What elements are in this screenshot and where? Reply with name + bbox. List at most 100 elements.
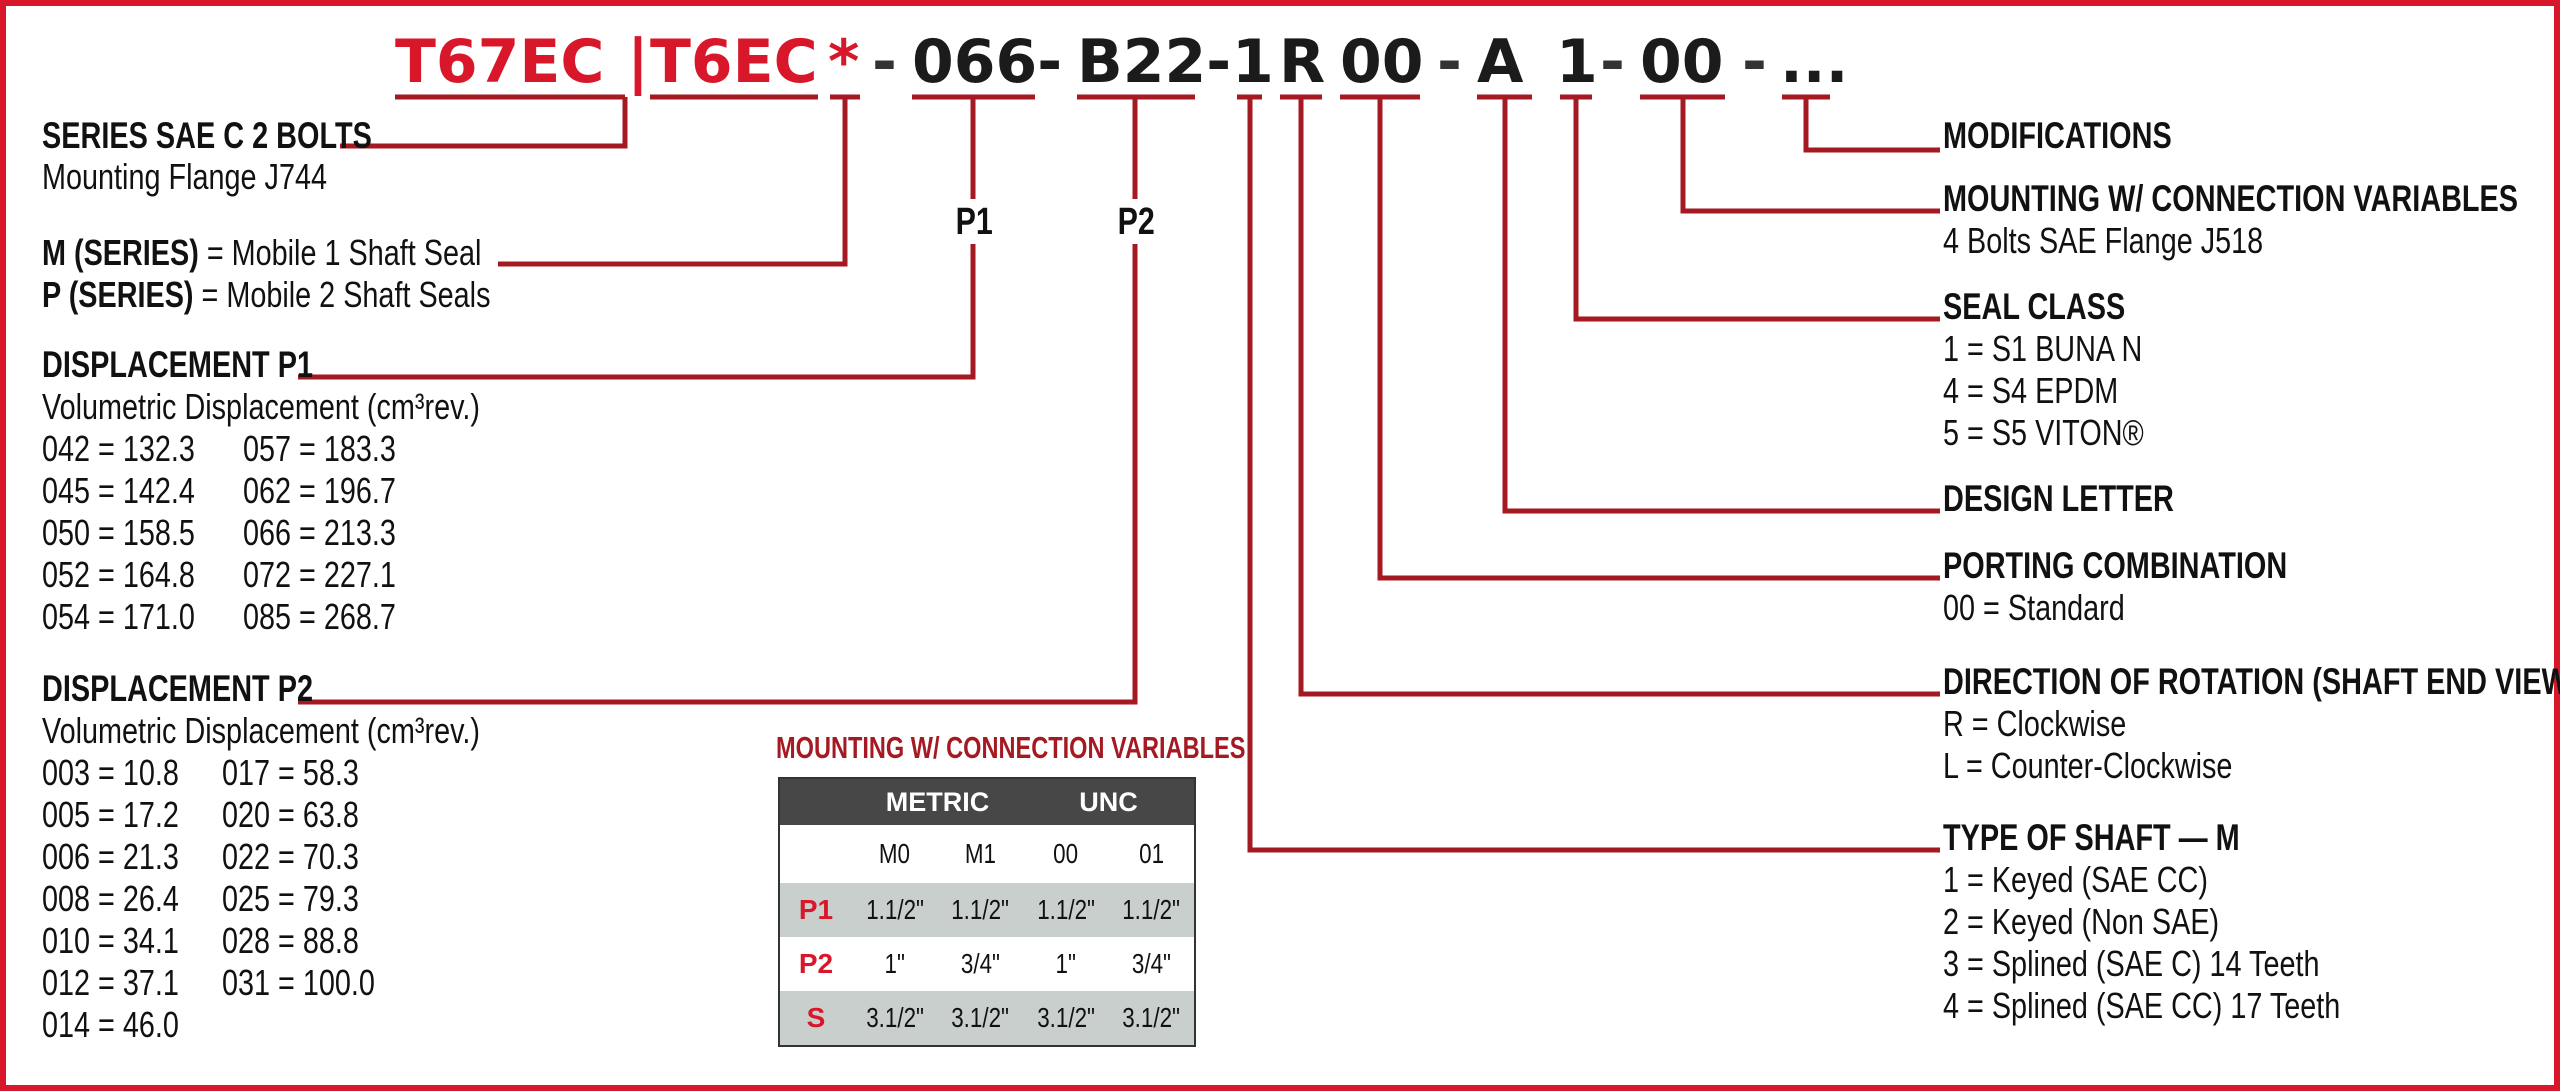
table-cell-value: 1.1/2": [1036, 894, 1095, 925]
list-item: 010 = 34.1: [42, 920, 179, 961]
modifications-title: MODIFICATIONS: [1943, 115, 2172, 156]
displacement-p2-subtitle: Volumetric Displacement (cm³rev.): [42, 710, 480, 751]
displacement-p1-title: DISPLACEMENT P1: [42, 344, 314, 385]
list-item: 062 = 196.7: [243, 470, 396, 511]
code-shaft: 1: [1232, 27, 1274, 97]
marker-p1: P1: [955, 201, 993, 243]
list-item: 042 = 132.3: [42, 428, 195, 469]
list-item: 4 = S4 EPDM: [1943, 370, 2119, 411]
table-cell-value: 3.1/2": [1122, 1002, 1181, 1033]
seal-class-list: 1 = S1 BUNA N 4 = S4 EPDM 5 = S5 VITON®: [1943, 328, 2144, 454]
series-subtitle: Mounting Flange J744: [42, 156, 327, 197]
code-seal: 1: [1556, 27, 1598, 97]
seal-series-p: P (SERIES) = Mobile 2 Shaft Seals: [42, 274, 490, 316]
table-subheader-00: 00: [1053, 838, 1079, 869]
code-displacement-p2: B22-: [1077, 27, 1232, 97]
seal-series-p-key: P (SERIES): [42, 274, 194, 315]
table-subheader-m0: M0: [879, 838, 911, 869]
list-item: R = Clockwise: [1943, 703, 2127, 744]
displacement-p2-list-a: 003 = 10.8 005 = 17.2 006 = 21.3 008 = 2…: [42, 752, 179, 1046]
table-cell-value: 3.1/2": [951, 1002, 1010, 1033]
seal-series-m-value: = Mobile 1 Shaft Seal: [198, 232, 482, 273]
list-item: 1 = Keyed (SAE CC): [1943, 859, 2208, 900]
code-star: *: [828, 27, 860, 97]
list-item: 3 = Splined (SAE C) 14 Teeth: [1943, 943, 2320, 984]
displacement-p2-title: DISPLACEMENT P2: [42, 668, 314, 709]
table-cell: 1.1/2": [1108, 883, 1195, 937]
list-item: 057 = 183.3: [243, 428, 396, 469]
list-item: 5 = S5 VITON®: [1943, 412, 2144, 453]
porting-line: 00 = Standard: [1943, 587, 2125, 628]
series-title: SERIES SAE C 2 BOLTS: [42, 115, 372, 156]
code-design: A: [1477, 27, 1524, 97]
list-item: 031 = 100.0: [222, 962, 375, 1003]
connection-table: METRIC UNC M0 M1 00 01 P1 1.1/2" 1.1/2" …: [778, 777, 1196, 1047]
seal-series-p-value: = Mobile 2 Shaft Seals: [193, 274, 491, 315]
list-item: 052 = 164.8: [42, 554, 195, 595]
list-item: 072 = 227.1: [243, 554, 396, 595]
table-row-label: P1: [779, 883, 852, 937]
list-item: 085 = 268.7: [243, 596, 396, 637]
displacement-p2-list-b: 017 = 58.3 020 = 63.8 022 = 70.3 025 = 7…: [222, 752, 375, 1004]
list-item: 025 = 79.3: [222, 878, 359, 919]
connector-disp-p2-b: [298, 244, 1138, 705]
code-modifications: ...: [1780, 27, 1849, 97]
mounting-line: 4 Bolts SAE Flange J518: [1943, 220, 2264, 261]
connector-mods: [1803, 97, 1940, 153]
list-item: 1 = S1 BUNA N: [1943, 328, 2143, 369]
list-item: L = Counter-Clockwise: [1943, 745, 2233, 786]
table-header-metric: METRIC: [852, 778, 1023, 825]
list-item: 022 = 70.3: [222, 836, 359, 877]
table-cell: 3/4": [1108, 937, 1195, 991]
table-cell-value: 3/4": [960, 948, 1000, 979]
table-cell-value: 3.1/2": [1036, 1002, 1095, 1033]
list-item: 050 = 158.5: [42, 512, 195, 553]
table-cell: 3.1/2": [1108, 991, 1195, 1046]
table-header-blank: [779, 778, 852, 825]
list-item: 005 = 17.2: [42, 794, 179, 835]
table-cell: 1": [852, 937, 938, 991]
code-dash-3: -: [1600, 27, 1625, 97]
connector-shaft: [1247, 97, 1940, 853]
list-item: 028 = 88.8: [222, 920, 359, 961]
connector-series: [340, 97, 628, 149]
table-row: S 3.1/2" 3.1/2" 3.1/2" 3.1/2": [779, 991, 1195, 1046]
table-subheader-row: M0 M1 00 01: [779, 825, 1195, 883]
code-separator-bar: |: [627, 27, 649, 97]
porting-title: PORTING COMBINATION: [1943, 545, 2288, 586]
code-rotation: R: [1279, 27, 1326, 97]
table-header-unc: UNC: [1022, 778, 1195, 825]
connector-seal: [1573, 97, 1940, 322]
list-item: 003 = 10.8: [42, 752, 179, 793]
code-dash-2: -: [1437, 27, 1462, 97]
table-cell-value: 3/4": [1131, 948, 1171, 979]
table-header-row: METRIC UNC: [779, 778, 1195, 825]
code-t6ec: T6EC: [650, 27, 818, 97]
table-subheader: M0: [852, 825, 938, 883]
table-cell-value: 1": [884, 948, 905, 979]
table-cell: 1.1/2": [1022, 883, 1109, 937]
list-item: 045 = 142.4: [42, 470, 195, 511]
code-t67ec: T67EC: [395, 27, 605, 97]
shaft-title: TYPE OF SHAFT — M: [1943, 817, 2240, 858]
list-item: 2 = Keyed (Non SAE): [1943, 901, 2220, 942]
code-displacement-p1: 066-: [912, 27, 1063, 97]
list-item: 4 = Splined (SAE CC) 17 Teeth: [1943, 985, 2341, 1026]
table-cell-value: 3.1/2": [865, 1002, 924, 1033]
table-row: P2 1" 3/4" 1" 3/4": [779, 937, 1195, 991]
displacement-p1-list-a: 042 = 132.3 045 = 142.4 050 = 158.5 052 …: [42, 428, 195, 638]
table-cell: 3.1/2": [1022, 991, 1109, 1046]
displacement-p1-subtitle: Volumetric Displacement (cm³rev.): [42, 386, 480, 427]
list-item: 014 = 46.0: [42, 1004, 179, 1045]
table-cell-value: 1.1/2": [865, 894, 924, 925]
marker-p2: P2: [1117, 201, 1155, 243]
code-dash-1: -: [872, 27, 897, 97]
seal-class-title: SEAL CLASS: [1943, 286, 2126, 327]
table-cell: 1": [1022, 937, 1109, 991]
code-dash-4: -: [1742, 27, 1767, 97]
table-cell-value: 1": [1055, 948, 1076, 979]
table-cell: 1.1/2": [852, 883, 938, 937]
list-item: 054 = 171.0: [42, 596, 195, 637]
table-cell: 3.1/2": [937, 991, 1023, 1046]
